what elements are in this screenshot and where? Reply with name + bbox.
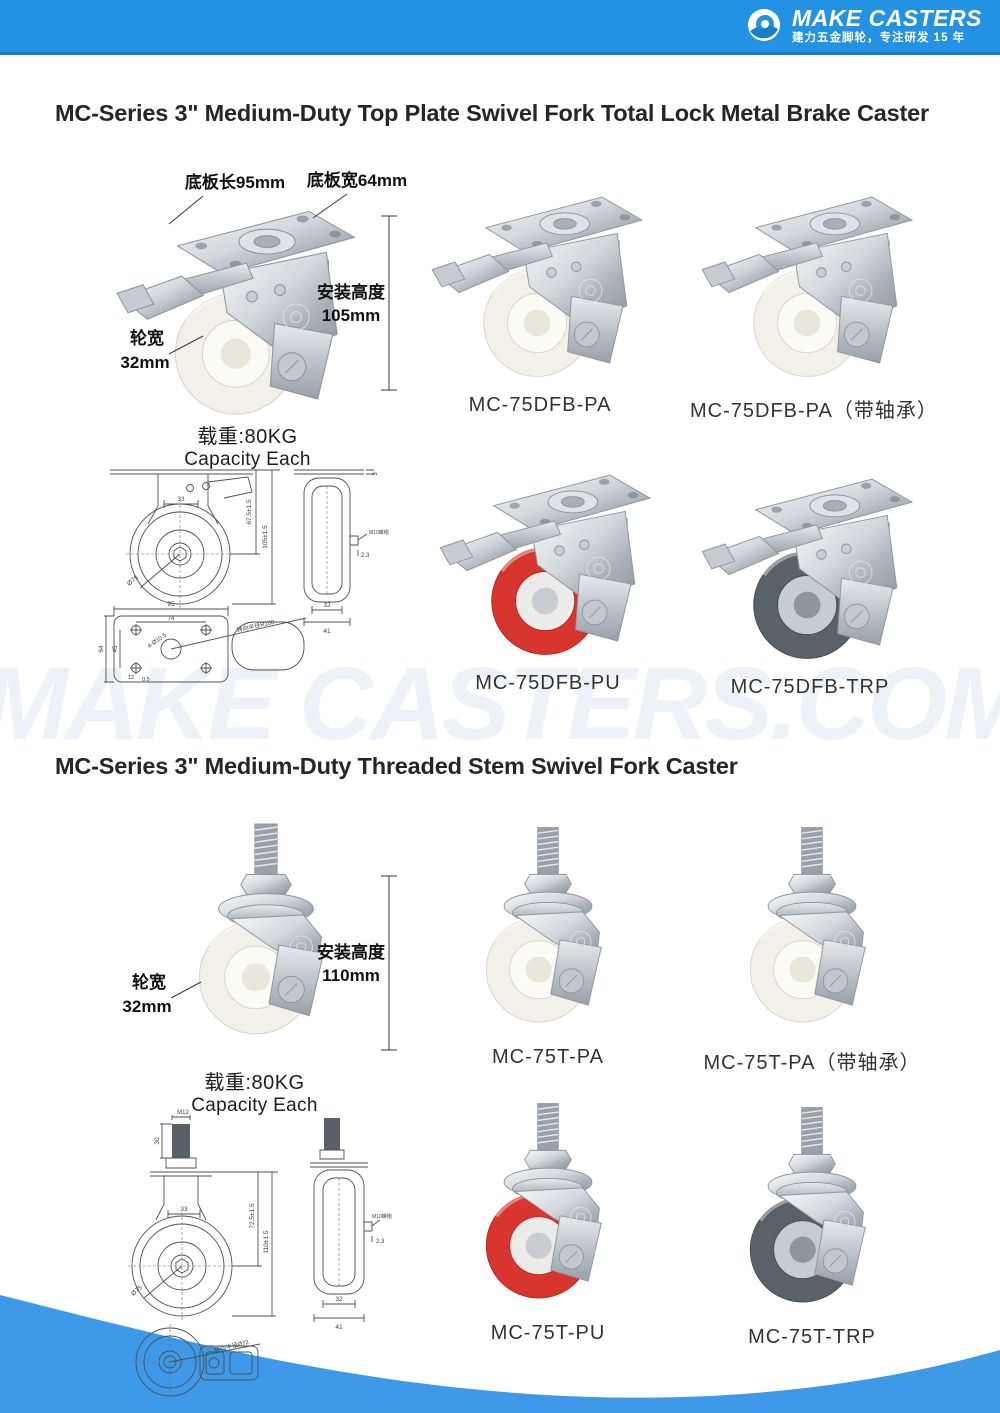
hero-photo-1: 底板长95mm 底板宽64mm 安装高度 105mm 轮宽 32mm xyxy=(85,158,415,420)
product-label: MC-75T-TRP xyxy=(748,1326,876,1348)
hero-annotations-2: 安装高度 110mm 轮宽 32mm xyxy=(122,875,397,1051)
dwg1-hole-length: 74 xyxy=(168,616,175,622)
dim-height-label: 安装高度 xyxy=(317,282,386,302)
product-photo xyxy=(692,1102,932,1317)
dwg2-top-width: 33 xyxy=(180,1206,188,1213)
product-label: MC-75DFB-PA（带轴承） xyxy=(690,400,938,422)
dwg1-offset-b: 0.5 xyxy=(142,677,150,683)
capacity-block-2: 载重:80KG Capacity Each xyxy=(152,1066,357,1117)
product-cell: MC-75T-PA（带轴承） xyxy=(692,822,932,1075)
dwg2-stem-length: 30 xyxy=(154,1137,161,1145)
dwg2-fork-width: 41 xyxy=(335,1324,343,1331)
brand-logo-icon xyxy=(747,9,780,41)
dwg1-plate-length: 95 xyxy=(167,601,175,608)
product-photo xyxy=(428,458,668,663)
capacity-en: Capacity Each xyxy=(184,449,311,470)
dwg1-plate-thickness: 3 xyxy=(373,472,379,476)
product-cell: MC-75DFB-PA xyxy=(420,180,660,417)
footer-wave xyxy=(0,1295,1000,1413)
dwg1-wheel-dia: Ø75 xyxy=(126,574,140,588)
dwg2-brake-thickness: 2.3 xyxy=(376,1239,385,1245)
dwg1-mount-height: 105±1.5 xyxy=(262,525,269,549)
product-cell: MC-75T-TRP xyxy=(692,1102,932,1349)
dwg1-nut-label: M10螺帽 xyxy=(369,529,389,536)
product-cell: MC-75DFB-PU xyxy=(428,458,668,695)
watermark-text: MAKE CASTERS.COM xyxy=(0,646,1000,761)
dwg2-nut-label: M10螺帽 xyxy=(372,1213,392,1220)
product-photo xyxy=(420,180,660,385)
caster-photo xyxy=(150,818,382,1050)
hero-photo-2: 安装高度 110mm 轮宽 32mm xyxy=(105,812,415,1070)
dwg2-wheel-width: 32 xyxy=(335,1296,343,1303)
dwg1-plate-width: 64 xyxy=(98,645,105,653)
brand-name: MAKE CASTERS xyxy=(791,4,982,31)
dwg2-fork-height: 72.5±1.5 xyxy=(249,1203,256,1229)
capacity-en: Capacity Each xyxy=(191,1095,318,1116)
dwg2-mount-height: 110±1.5 xyxy=(263,1230,270,1253)
product-cell: MC-75DFB-PA（带轴承） xyxy=(690,180,938,423)
dim-plate-length: 底板长95mm xyxy=(185,172,285,192)
product-label: MC-75T-PA（带轴承） xyxy=(703,1052,921,1074)
product-photo xyxy=(690,462,930,667)
capacity-block-1: 载重:80KG Capacity Each xyxy=(145,420,350,471)
product-photo xyxy=(428,1098,668,1313)
product-label: MC-75T-PU xyxy=(490,1322,606,1344)
dim-height-value: 110mm xyxy=(322,966,380,985)
dwg1-wheel-width: 32 xyxy=(323,602,331,609)
dwg2-stem-label: M12 xyxy=(177,1110,189,1116)
technical-drawing-1: 33 67.5±1.5 105±1.5 Ø75 3 M10螺帽 2.3 32 4… xyxy=(98,456,389,683)
dwg1-fork-height: 67.5±1.5 xyxy=(246,499,253,525)
product-photo xyxy=(692,822,932,1037)
dim-wheel-width-value: 32mm xyxy=(122,997,171,1016)
dwg1-brake-thickness: 2.3 xyxy=(361,553,370,559)
brand-tagline: 建力五金脚轮，专注研发 15 年 xyxy=(791,32,966,45)
dim-height-label: 安装高度 xyxy=(317,942,386,962)
capacity-cn: 载重:80KG xyxy=(197,426,298,448)
hero-annotations-1: 底板长95mm 底板宽64mm 安装高度 105mm 轮宽 32mm xyxy=(120,170,407,391)
capacity-cn: 载重:80KG xyxy=(204,1072,305,1094)
product-photo xyxy=(428,822,668,1037)
dwg1-fork-width: 41 xyxy=(323,628,331,635)
dim-wheel-width-value: 32mm xyxy=(120,353,169,372)
product-cell: MC-75T-PA xyxy=(428,822,668,1069)
product-cell: MC-75DFB-TRP xyxy=(690,462,930,699)
header: MAKE CASTERS 建力五金脚轮，专注研发 15 年 xyxy=(0,0,1000,55)
product-label: MC-75DFB-PA xyxy=(468,394,612,416)
dwg1-top-width: 33 xyxy=(177,496,185,503)
caster-photo xyxy=(115,192,363,424)
dim-wheel-width-label: 轮宽 xyxy=(132,972,166,992)
brand-logo: MAKE CASTERS 建力五金脚轮，专注研发 15 年 xyxy=(744,5,982,45)
dwg1-hole-width: 45 xyxy=(113,645,119,652)
product-label: MC-75DFB-PU xyxy=(475,672,621,694)
dwg1-offset-a: 12 xyxy=(128,675,134,681)
dim-height-value: 105mm xyxy=(322,306,381,325)
dim-wheel-width-label: 轮宽 xyxy=(130,328,164,348)
technical-drawing-2: M12 30 33 72.5±1.5 110±1.5 Ø75 M10螺帽 2.3… xyxy=(110,1110,392,1404)
product-cell: MC-75T-PU xyxy=(428,1098,668,1345)
product-label: MC-75T-PA xyxy=(492,1046,604,1068)
section2-title: MC-Series 3" Medium-Duty Threaded Stem S… xyxy=(55,753,738,779)
product-photo xyxy=(690,180,930,385)
product-label: MC-75DFB-TRP xyxy=(730,676,890,698)
dim-plate-width: 底板宽64mm xyxy=(307,170,407,190)
section1-title: MC-Series 3" Medium-Duty Top Plate Swive… xyxy=(55,100,929,126)
